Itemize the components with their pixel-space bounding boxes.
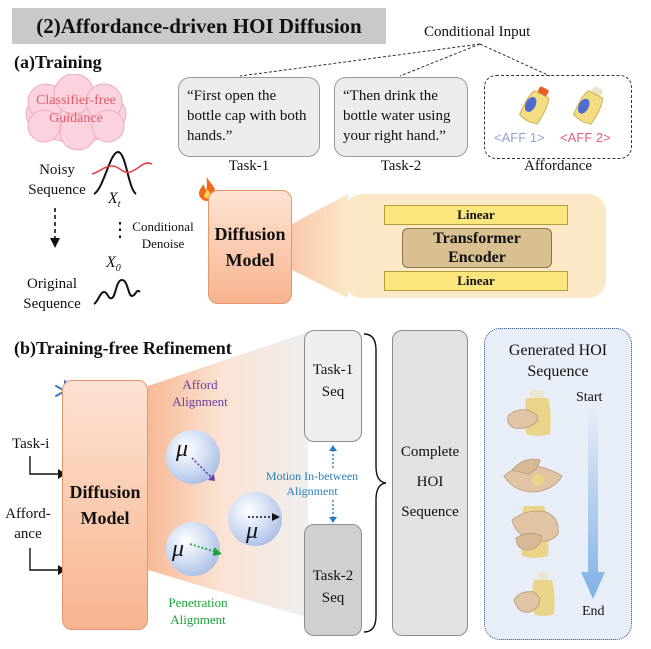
- aff1-label: <AFF 1>: [494, 130, 545, 145]
- penetration-vector: [189, 543, 222, 556]
- conditional-denoise-label: Conditional Denoise: [132, 219, 194, 251]
- original-sequence-label: Original Sequence: [23, 276, 81, 312]
- conditional-input-label: Conditional Input: [424, 24, 531, 40]
- x0-label: X0: [106, 254, 121, 275]
- bottle-icon: [519, 86, 550, 125]
- start-label: Start: [576, 390, 603, 405]
- section-title: (2)Affordance-driven HOI Diffusion: [12, 8, 386, 44]
- generated-hoi-panel: [484, 328, 632, 640]
- hand-bottle-frame-2: [503, 458, 563, 493]
- task1-text-box: “First open the bottle cap with both han…: [178, 77, 320, 157]
- model-expand-wedge: [292, 194, 348, 298]
- complete-hoi-sequence-box: Complete HOI Sequence: [392, 330, 468, 636]
- hand-bottle-frame-3: [511, 506, 559, 558]
- conditional-input-lines: [239, 43, 551, 77]
- time-arrow: [581, 412, 605, 599]
- bottle-icon: [573, 86, 604, 125]
- motion-vector: [248, 513, 280, 521]
- task2-label: Task-2: [380, 158, 422, 174]
- merge-brace: [363, 333, 387, 633]
- refinement-heading: (b)Training-free Refinement: [14, 338, 232, 358]
- generated-hoi-title: Generated HOI Sequence: [508, 342, 608, 380]
- afford-vector: [191, 457, 215, 481]
- noisy-sequence-label: Noisy Sequence: [28, 162, 86, 198]
- cfg-label: Classifier-free Guidance: [36, 93, 116, 126]
- mu-symbol: μ: [172, 536, 185, 562]
- afford-sphere: [166, 430, 220, 484]
- affordance-box: [484, 75, 632, 159]
- aff2-label: <AFF 2>: [560, 130, 611, 145]
- mu-symbol: μ: [176, 436, 189, 462]
- motion-alignment-label: Motion In-between Alignment: [265, 469, 359, 498]
- task2-text-box: “Then drink the bottle water using your …: [334, 77, 468, 157]
- vdots: ⋮: [110, 219, 130, 241]
- affordance-input-label: Afford- ance: [5, 506, 51, 542]
- penetration-alignment-label: Penetration Alignment: [168, 595, 228, 627]
- training-heading: (a)Training: [14, 52, 102, 72]
- hand-bottle-frame-1: [507, 390, 551, 436]
- motion-link-arrow: [329, 445, 337, 523]
- down-arrow-icon: [50, 208, 60, 248]
- noisy-curve: [92, 150, 153, 195]
- affordance-label: Affordance: [523, 158, 593, 174]
- original-curve: [93, 278, 141, 305]
- hand-bottle-frame-4: [513, 572, 555, 616]
- mu-symbol: μ: [246, 518, 259, 544]
- linear-bottom: Linear: [384, 271, 568, 291]
- afford-alignment-label: Afford Alignment: [172, 377, 228, 409]
- end-label: End: [582, 604, 605, 619]
- linear-top: Linear: [384, 205, 568, 225]
- penetration-sphere: [166, 522, 220, 576]
- cloud-icon: [25, 74, 127, 151]
- task1-label: Task-1: [228, 158, 270, 174]
- task-i-label: Task-i: [12, 436, 50, 452]
- xt-label: Xt: [108, 190, 121, 211]
